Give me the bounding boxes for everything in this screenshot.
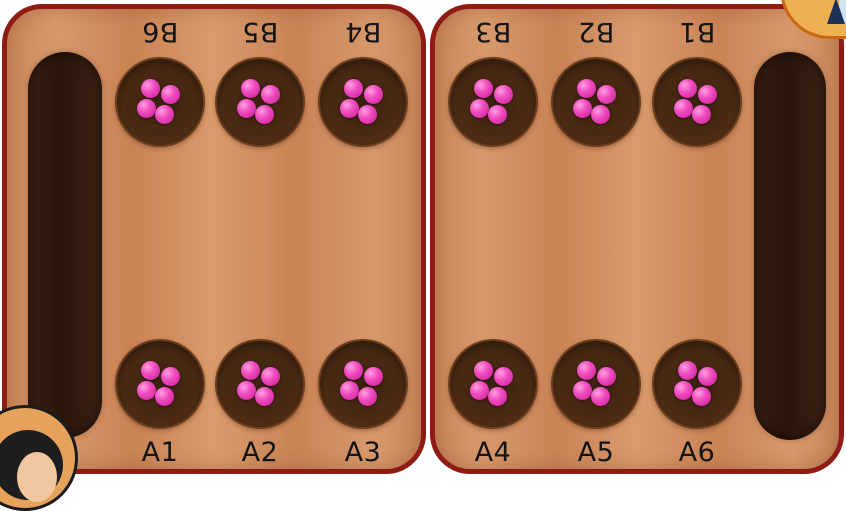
pit-label-b1: B1 — [678, 16, 716, 47]
seed — [154, 386, 174, 406]
seed — [343, 360, 363, 380]
pit-label-b2: B2 — [577, 16, 615, 47]
pit-label-b4: B4 — [344, 16, 382, 47]
pit-a5[interactable] — [551, 339, 641, 429]
seed — [236, 380, 256, 400]
seed — [260, 366, 280, 386]
pit-b4[interactable] — [318, 57, 408, 147]
seed — [493, 84, 513, 104]
seed — [493, 366, 513, 386]
store-left — [28, 52, 102, 438]
pit-label-b3: B3 — [474, 16, 512, 47]
seed — [673, 98, 693, 118]
seed — [691, 104, 711, 124]
seed — [473, 360, 493, 380]
seed — [339, 98, 359, 118]
pit-b1[interactable] — [652, 57, 742, 147]
pit-label-b6: B6 — [141, 16, 179, 47]
seed — [469, 98, 489, 118]
seed — [596, 84, 616, 104]
pit-a1[interactable] — [115, 339, 205, 429]
seed — [363, 84, 383, 104]
seed — [487, 386, 507, 406]
pit-label-a6: A6 — [678, 437, 716, 468]
seed — [160, 84, 180, 104]
pit-a2[interactable] — [215, 339, 305, 429]
pit-label-a1: A1 — [141, 437, 179, 468]
seed — [572, 98, 592, 118]
pit-a6[interactable] — [652, 339, 742, 429]
seed — [590, 104, 610, 124]
seed — [596, 366, 616, 386]
seed — [260, 84, 280, 104]
seed — [572, 380, 592, 400]
pit-b5[interactable] — [215, 57, 305, 147]
seed — [140, 78, 160, 98]
seed — [691, 386, 711, 406]
seed — [339, 380, 359, 400]
pit-label-a3: A3 — [344, 437, 382, 468]
pit-label-a5: A5 — [577, 437, 615, 468]
pit-b6[interactable] — [115, 57, 205, 147]
seed — [590, 386, 610, 406]
store-right — [754, 52, 826, 440]
seed — [240, 360, 260, 380]
seed — [363, 366, 383, 386]
seed — [254, 104, 274, 124]
seed — [240, 78, 260, 98]
seed — [487, 104, 507, 124]
pit-a4[interactable] — [448, 339, 538, 429]
seed — [236, 98, 256, 118]
seed — [136, 380, 156, 400]
seed — [576, 78, 596, 98]
seed — [469, 380, 489, 400]
pit-b3[interactable] — [448, 57, 538, 147]
pit-label-b5: B5 — [241, 16, 279, 47]
seed — [697, 84, 717, 104]
seed — [697, 366, 717, 386]
pit-b2[interactable] — [551, 57, 641, 147]
seed — [254, 386, 274, 406]
seed — [576, 360, 596, 380]
seed — [160, 366, 180, 386]
seed — [136, 98, 156, 118]
seed — [677, 78, 697, 98]
seed — [673, 380, 693, 400]
seed — [343, 78, 363, 98]
seed — [473, 78, 493, 98]
seed — [154, 104, 174, 124]
pit-a3[interactable] — [318, 339, 408, 429]
pit-label-a2: A2 — [241, 437, 279, 468]
seed — [357, 104, 377, 124]
pit-label-a4: A4 — [474, 437, 512, 468]
seed — [357, 386, 377, 406]
seed — [677, 360, 697, 380]
seed — [140, 360, 160, 380]
